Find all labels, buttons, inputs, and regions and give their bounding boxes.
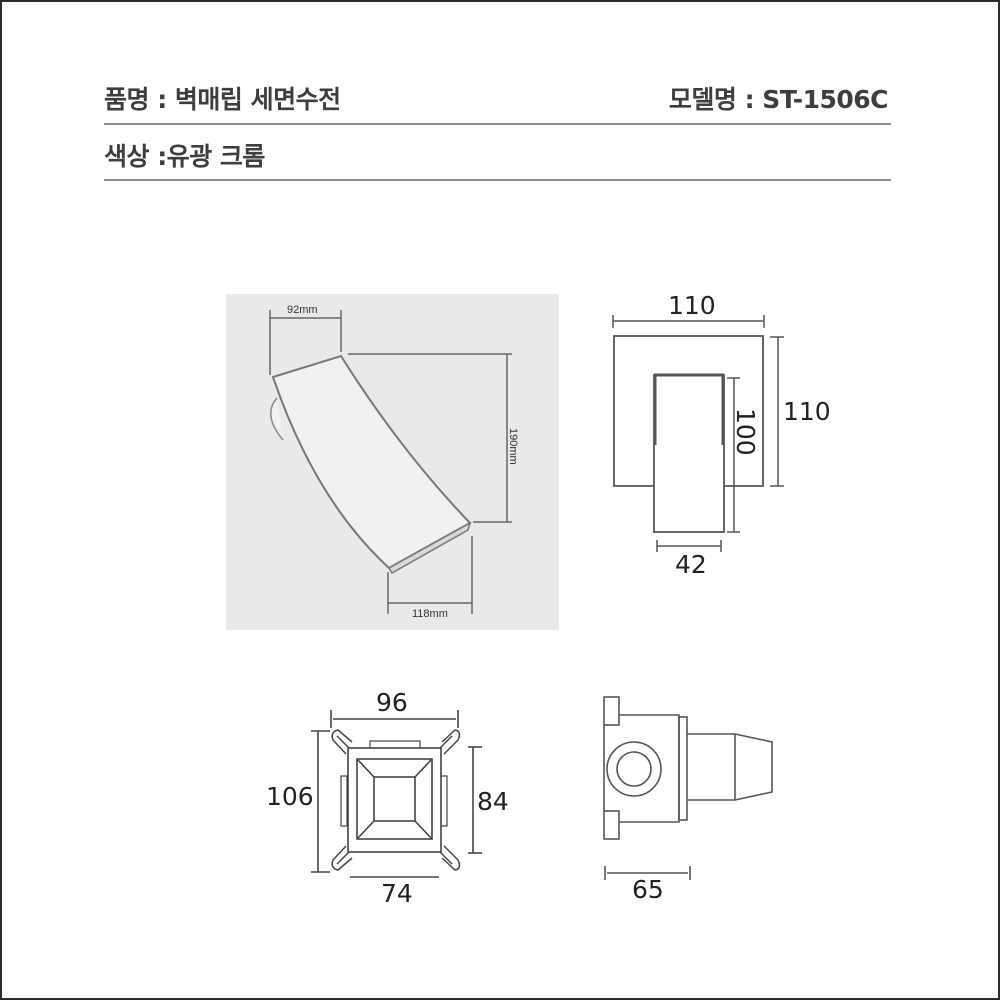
dim-190mm: 190mm — [507, 428, 519, 465]
side-view-drawing — [269, 310, 512, 614]
dim-96: 96 — [376, 688, 408, 717]
valve-side-drawing — [603, 696, 773, 880]
dim-100: 100 — [731, 408, 760, 456]
color-label: 색상 :유광 크롬 — [104, 142, 265, 171]
dim-42: 42 — [675, 550, 707, 579]
dim-65: 65 — [632, 875, 664, 904]
dim-110-width: 110 — [668, 291, 716, 320]
color-divider — [104, 179, 891, 181]
dim-110-height: 110 — [783, 397, 831, 426]
valve-front-drawing — [311, 710, 482, 878]
header-divider — [104, 123, 891, 125]
dim-84: 84 — [477, 787, 509, 816]
model-name-label: 모델명 : ST-1506C — [668, 85, 889, 114]
dim-74: 74 — [381, 879, 413, 908]
product-name-label: 품명 : 벽매립 세면수전 — [104, 85, 341, 114]
dim-92mm: 92mm — [287, 304, 318, 316]
dim-106: 106 — [266, 782, 314, 811]
front-view-drawing — [612, 315, 784, 552]
dim-118mm: 118mm — [412, 608, 448, 620]
